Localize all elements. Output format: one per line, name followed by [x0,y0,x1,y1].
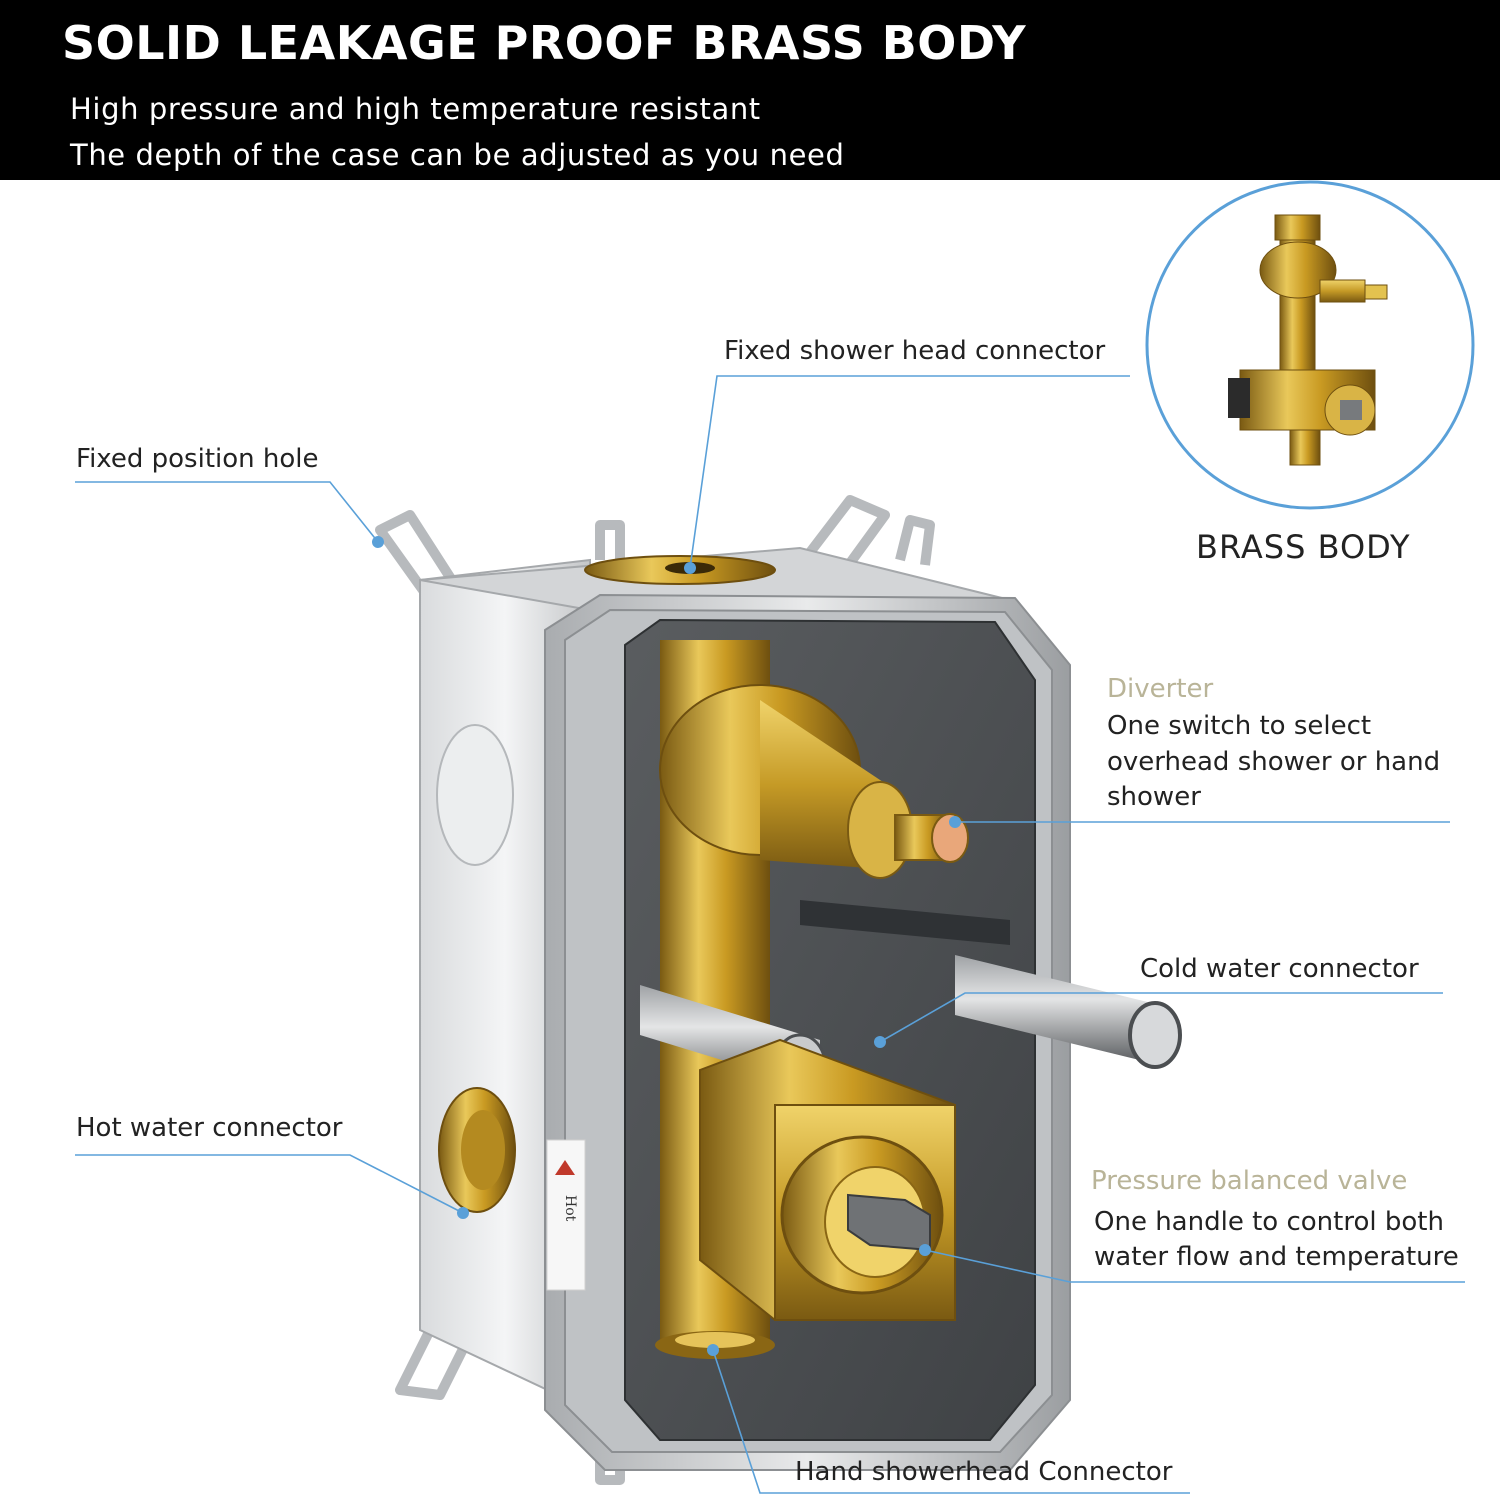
label-fixed-position-hole: Fixed position hole [76,444,319,474]
brass-body-caption: BRASS BODY [1196,528,1411,566]
label-diverter-line-3: shower [1107,782,1201,812]
hot-marking: Hot [562,1195,578,1222]
header-banner: SOLID LEAKAGE PROOF BRASS BODY High pres… [0,0,1500,180]
label-hot-water-connector: Hot water connector [76,1113,343,1143]
leader-dots [372,536,961,1356]
brass-body-inset-image [1228,214,1388,466]
label-diverter-title: Diverter [1107,674,1214,704]
label-cold-water-connector: Cold water connector [1140,954,1419,984]
leader-lines [75,375,1465,1494]
label-diverter-line-1: One switch to select [1107,711,1372,741]
label-fixed-shower-head-connector: Fixed shower head connector [724,336,1106,366]
header-subtitle-2: The depth of the case can be adjusted as… [70,138,845,172]
header-title: SOLID LEAKAGE PROOF BRASS BODY [62,16,1027,70]
label-pressure-valve-title: Pressure balanced valve [1091,1166,1408,1196]
label-diverter-line-2: overhead shower or hand [1107,747,1441,777]
label-hand-showerhead-connector: Hand showerhead Connector [795,1457,1173,1487]
header-subtitle-1: High pressure and high temperature resis… [70,92,761,126]
label-pressure-valve-line-1: One handle to control both [1094,1207,1444,1237]
label-pressure-valve-line-2: water flow and temperature [1094,1242,1459,1272]
mounting-brackets [375,495,935,1485]
